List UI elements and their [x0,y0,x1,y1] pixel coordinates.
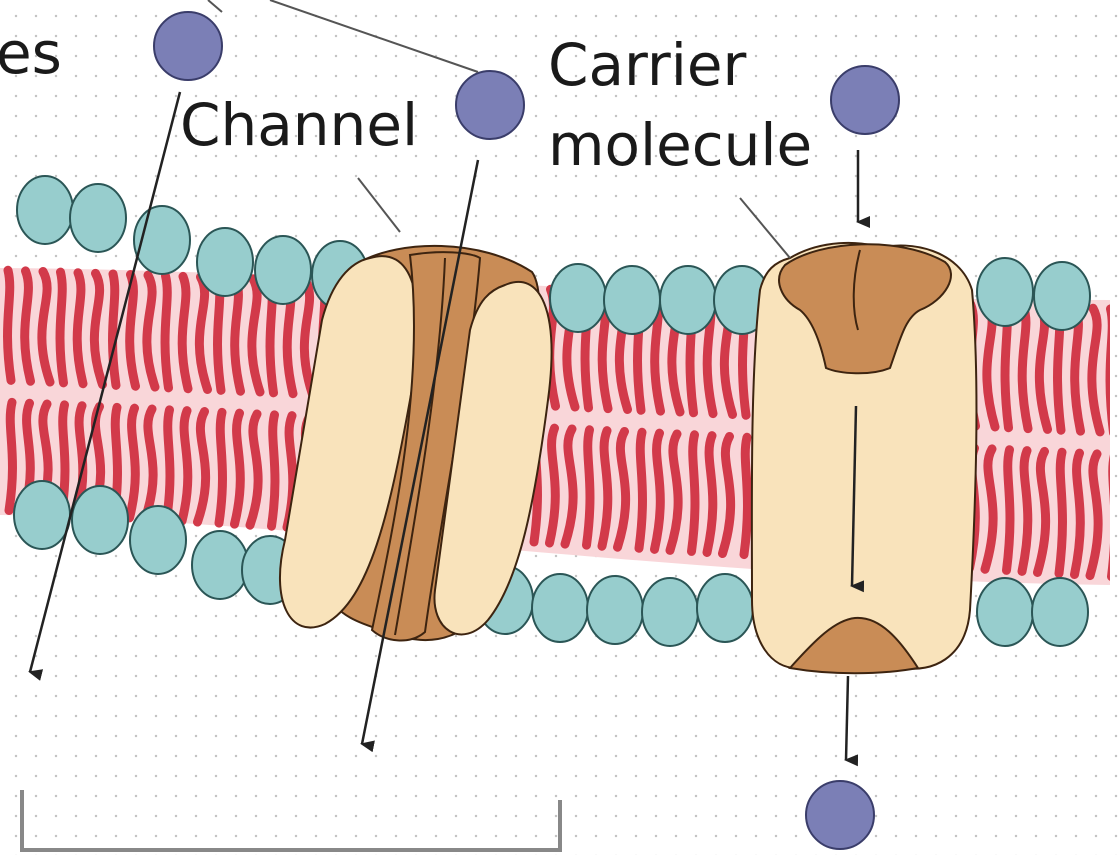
lipid-tail [744,437,747,554]
lipid-tail [272,415,275,526]
phospholipid-head [72,486,128,554]
phospholipid-head [17,176,73,244]
lipid-tail [167,410,170,520]
solute-molecule-icon [831,66,899,134]
label-partial-text: es [0,24,62,82]
lipid-tail [1059,452,1062,573]
phospholipid-head [14,481,70,549]
label-channel: Channel [180,96,418,154]
leader-line-top2 [208,0,222,12]
phospholipid-head [192,531,248,599]
label-carrier-line1: Carrier [548,36,746,94]
phospholipid-head [1034,262,1090,330]
phospholipid-head [197,228,253,296]
leader-line-carrier [740,198,790,258]
lipid-tail [692,435,695,552]
label-carrier-line2: molecule [548,116,812,174]
phospholipid-head [532,574,588,642]
phospholipid-head [587,576,643,644]
lipid-tail [219,412,222,523]
phospholipid-head [977,258,1033,326]
phospholipid-head [1032,578,1088,646]
lipid-tail [8,270,11,380]
solute-molecule-icon [154,12,222,80]
phospholipid-head [660,266,716,334]
phospholipid-head [550,264,606,332]
carrier-protein [752,243,977,673]
lipid-tail [60,272,63,383]
leader-line-top [270,0,478,72]
lipid-tail [1007,450,1010,571]
phospholipid-head [255,236,311,304]
lipid-tail [639,432,642,548]
lipid-tail [1112,455,1115,577]
solute-molecule-icon [456,71,524,139]
phospholipid-head [604,266,660,334]
phospholipid-head [697,574,753,642]
lipid-tail [9,402,12,510]
solute-molecule-icon [806,781,874,849]
bracket-line [22,790,560,850]
lipid-tail [587,430,590,545]
arrow-carrier-exit [846,676,848,760]
phospholipid-head [642,578,698,646]
lipid-tail [1110,309,1113,433]
lipid-tail [165,276,168,388]
phospholipid-head [130,506,186,574]
lipid-tail [113,274,116,385]
phospholipid-head [70,184,126,252]
phospholipid-head [977,578,1033,646]
leader-line-channel [358,178,400,232]
